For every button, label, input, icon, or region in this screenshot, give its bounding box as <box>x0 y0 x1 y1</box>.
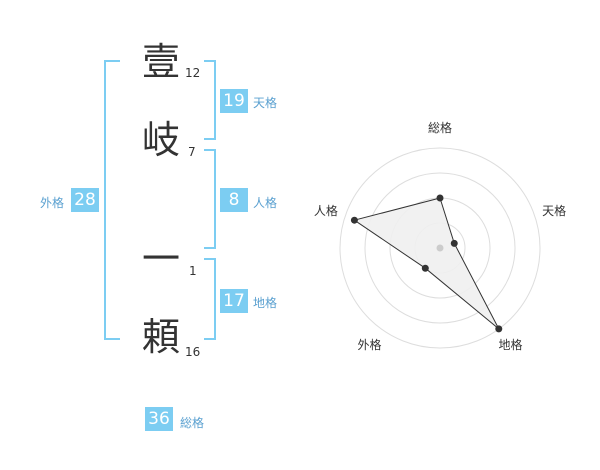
radar-grid-ring-3 <box>364 172 516 324</box>
name-char-1: 壹 <box>141 40 180 84</box>
radar-axis-label-3: 地格 <box>498 337 522 352</box>
radar-axis-label-4: 外格 <box>357 337 381 352</box>
chikaku-bracket <box>204 258 216 340</box>
gaikaku-label: 外格 <box>40 196 65 210</box>
radar-axis-label-5: 人格 <box>314 203 338 218</box>
stroke-count-1: 12 <box>185 66 201 80</box>
radar-axis-label-1: 総格 <box>428 120 452 135</box>
radar-value-polygon <box>353 197 500 330</box>
stroke-count-4: 16 <box>185 345 201 359</box>
jinkaku-value-badge: 8 <box>220 188 248 212</box>
name-char-4: 頼 <box>141 315 180 359</box>
tenkaku-value-badge: 19 <box>220 89 248 113</box>
gaikaku-value-badge: 28 <box>71 188 99 212</box>
radar-axis-label-2: 天格 <box>542 203 566 218</box>
radar-point-1 <box>436 194 444 202</box>
jinkaku-label: 人格 <box>253 196 278 210</box>
soukaku-value-badge: 36 <box>145 407 173 431</box>
stroke-count-3: 1 <box>189 264 197 278</box>
tenkaku-bracket <box>204 60 216 140</box>
name-char-3: 一 <box>141 237 180 281</box>
jinkaku-bracket <box>204 149 216 249</box>
radar-grid-ring-4 <box>339 147 541 349</box>
soukaku-label: 総格 <box>180 416 205 430</box>
name-char-2: 岐 <box>141 118 180 162</box>
chikaku-value-badge: 17 <box>220 289 248 313</box>
radar-point-4 <box>421 264 429 272</box>
radar-center-dot <box>436 244 444 252</box>
radar-point-3 <box>495 325 503 333</box>
radar-point-5 <box>350 216 358 224</box>
stroke-count-2: 7 <box>188 145 196 159</box>
chikaku-label: 地格 <box>253 296 278 310</box>
tenkaku-label: 天格 <box>253 96 278 110</box>
gaikaku-bracket <box>104 60 120 340</box>
radar-point-2 <box>450 239 458 247</box>
